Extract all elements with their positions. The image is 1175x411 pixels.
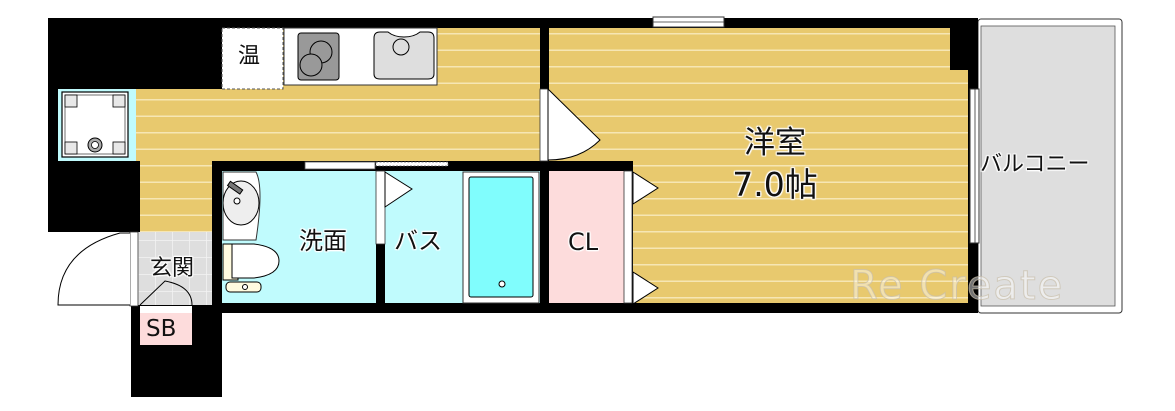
sink [373, 31, 435, 80]
entrance-floor [138, 232, 213, 306]
washroom-door [304, 161, 376, 170]
closet-floor [548, 170, 628, 306]
watermark: Re Create [849, 263, 1065, 310]
bathtub [462, 171, 540, 304]
toilet [222, 243, 280, 293]
western-room-area: 7.0帖 [732, 165, 818, 204]
closet-label: CL [568, 228, 599, 256]
shoebox-area [140, 313, 192, 345]
entrance-door [57, 231, 193, 307]
kitchen-counter [283, 27, 438, 86]
door-bath [375, 170, 413, 245]
washing-machine-pan [58, 89, 136, 161]
balcony-label: バルコニー [980, 152, 1090, 177]
bath-partition-dashed [375, 161, 449, 167]
balcony [977, 18, 1123, 314]
closet-doors [623, 170, 659, 305]
water-heater-box [221, 27, 284, 90]
door-western-room [539, 87, 601, 162]
washroom-label: 洗面 [299, 227, 347, 255]
balcony-window [969, 88, 980, 244]
corridor-floor [136, 160, 216, 240]
bath-label: バス [394, 227, 442, 255]
western-room-label: 洋室 [744, 125, 806, 161]
wash-basin [222, 171, 261, 241]
shoebox-label: SB [146, 316, 177, 342]
water-heater-label: 温 [238, 44, 261, 69]
entrance-label: 玄関 [150, 256, 195, 281]
